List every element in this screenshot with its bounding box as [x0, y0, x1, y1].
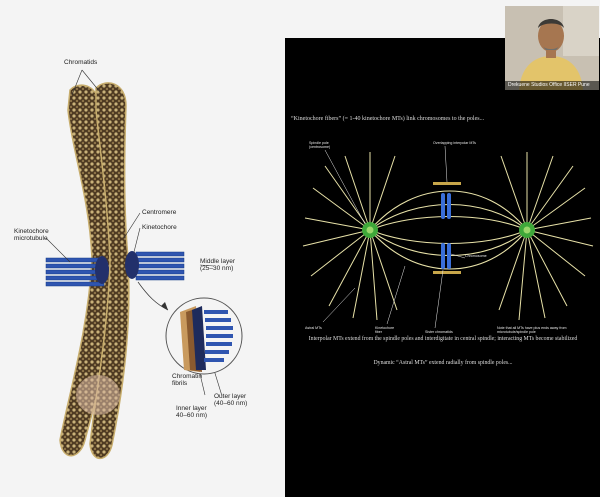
- label-chromosome: Chromosome: [465, 254, 487, 258]
- lower-chromatin: [76, 375, 120, 415]
- right-astral-mts: [499, 152, 593, 320]
- label-mt-polarity-note: Note that all MTs have plus ends away fr…: [497, 326, 567, 335]
- left-astral-mts: [303, 152, 397, 320]
- overlap-bar-bottom: [433, 271, 461, 274]
- label-spindle-pole: Spindle pole (centrosome): [309, 141, 330, 150]
- label-sister-chromatids: Sister chromatids: [425, 330, 453, 334]
- chromosome-figure: [0, 40, 280, 490]
- right-microtubule-bundle: [136, 252, 184, 280]
- label-chromatids: Chromatids: [64, 59, 97, 66]
- label-overlapping-mts: Overlapping interpolar MTs: [433, 141, 476, 145]
- slide-body-interpolar: Interpolar MTs extend from the spindle p…: [299, 336, 587, 343]
- label-astral-mts: Astral MTs: [305, 326, 322, 330]
- label-chromatin-fibrils: Chromatin fibrils: [172, 373, 202, 388]
- label-centromere: Centromere: [142, 209, 176, 216]
- slide-body-astral: Dynamic “Astral MTs” extend radially fro…: [299, 360, 587, 367]
- label-inner-layer: Inner layer 40–60 nm): [176, 405, 207, 420]
- label-kinetochore: Kinetochore: [142, 224, 177, 231]
- presentation-slide: “Kinetochore fibers” (= 1-40 kinetochore…: [285, 38, 600, 497]
- label-kinetochore-fiber: Kinetochore fiber: [375, 326, 394, 335]
- webcam-name-tag: Drekuene Studios Office IISER Pune: [505, 81, 599, 90]
- spindle-diagram: [295, 138, 595, 350]
- right-kinetochore: [125, 251, 139, 279]
- label-middle-layer: Middle layer (25–30 nm): [200, 258, 235, 273]
- presenter-video: [505, 6, 599, 90]
- label-outer-layer: Outer layer (40–60 nm): [214, 393, 247, 408]
- label-kinetochore-microtubule: Kinetochore microtubule: [14, 228, 49, 243]
- slide-heading: “Kinetochore fibers” (= 1-40 kinetochore…: [291, 116, 581, 124]
- overlap-bar-top: [433, 182, 461, 185]
- webcam-feed: Drekuene Studios Office IISER Pune: [505, 6, 599, 90]
- left-kinetochore: [95, 256, 109, 284]
